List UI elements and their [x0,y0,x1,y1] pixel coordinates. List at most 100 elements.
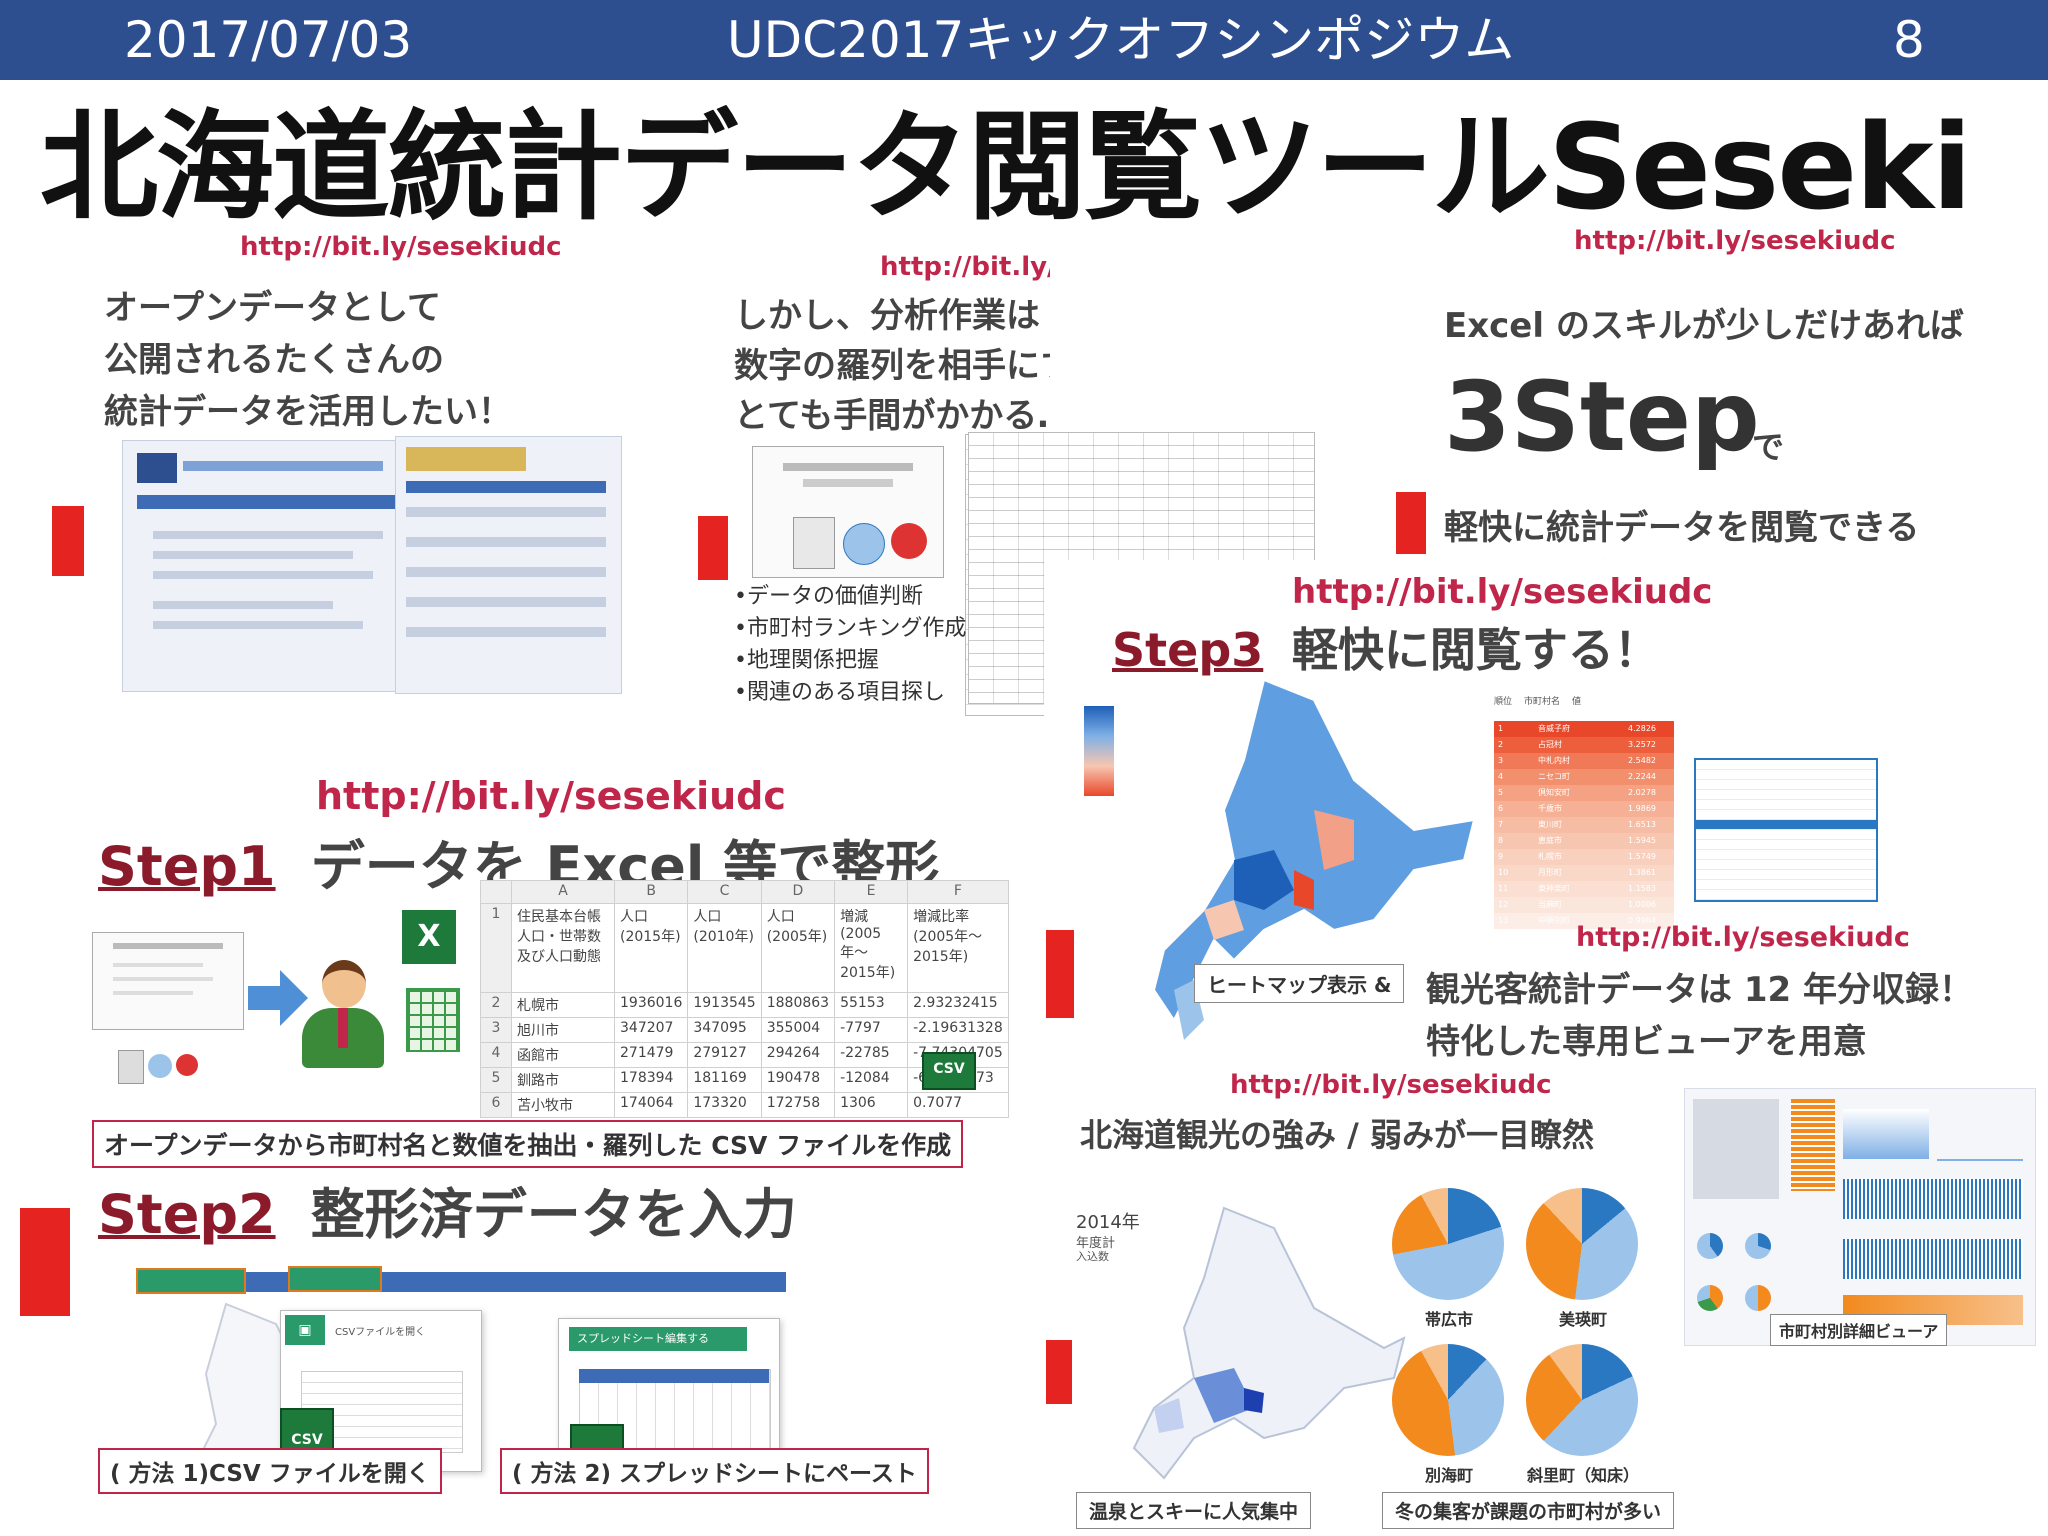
sheet-cell[interactable]: -2.19631328 [907,1017,1009,1043]
sheet-cell[interactable]: 190478 [760,1067,836,1093]
viewer-url[interactable]: http://bit.ly/sesekiudc [1230,1070,1552,1100]
ranking-cell: 1.0006 [1628,900,1656,909]
year-sublabel-2: 入込数 [1076,1250,1109,1263]
sheet-cell[interactable]: 271479 [613,1042,689,1068]
sheet-cell[interactable]: 1306 [834,1092,909,1118]
sheet-cell[interactable]: -22785 [834,1042,909,1068]
ranking-cell: 占冠村 [1538,740,1562,749]
year-sublabel: 年度計 [1076,1236,1116,1251]
panel1-line3: 統計データを活用したい！ [104,392,512,432]
step1-url[interactable]: http://bit.ly/sesekiudc [316,774,786,818]
panel2-url[interactable]: http://bit.ly/sesekiudc [880,252,1050,282]
source-document [92,932,244,1030]
sheet-cell[interactable]: 347095 [687,1017,762,1043]
sheet-cell[interactable]: 172758 [760,1092,836,1118]
panel-step1: http://bit.ly/sesekiudc Step1 データを Excel… [40,770,1040,1170]
winter-box: 冬の集客が課題の市町村が多い [1382,1492,1675,1529]
excel-icon: X [402,910,456,964]
sheet-cell[interactable]: 1913545 [687,992,762,1018]
sheet-cell[interactable]: -12084 [834,1067,909,1093]
item-select-list[interactable] [1694,758,1878,902]
csv-open-text: CSVファイルを開く [335,1327,426,1338]
panel1-url[interactable]: http://bit.ly/sesekiudc [240,232,562,262]
sheet-header-cell[interactable]: 人口(2010年) [687,903,762,993]
sheet-cell[interactable]: 札幌市 [511,992,615,1018]
ranking-cell: 1.5945 [1628,836,1656,845]
panel3-small: で [1752,428,1785,466]
panel-3step: http://bit.ly/sesekiudc Excel のスキルが少しだけあ… [1380,222,2048,562]
ranking-cell: 1.5749 [1628,852,1656,861]
panel1-line2: 公開されるたくさんの [104,340,444,380]
bullet-1: •データの価値判断 [734,584,923,609]
panel-step2: Step2 整形済データを入力 ▣ CSVファイルを開く CSV スプレッドシー… [18,1170,1028,1536]
sheet-cell[interactable]: 0.7077 [907,1092,1009,1118]
sheet-cell[interactable]: 181169 [687,1067,762,1093]
step1-word: Step1 [98,835,276,898]
sheet-cell[interactable]: 279127 [687,1042,762,1068]
ranking-cell: 倶知安町 [1538,788,1570,797]
ranking-cell: 6 [1498,804,1504,813]
detail-viewer-screenshot [1684,1088,2036,1346]
sheet-cell[interactable]: 1880863 [760,992,836,1018]
sheet-cell[interactable]: 苫小牧市 [511,1092,615,1118]
sheet-cell[interactable]: 347207 [613,1017,689,1043]
panel2-line1: しかし、分析作業は [734,296,1040,336]
panel3-url[interactable]: http://bit.ly/sesekiudc [1574,226,1896,256]
open-file-icon[interactable]: ▣ [285,1315,325,1345]
step3-url[interactable]: http://bit.ly/sesekiudc [1292,572,1713,612]
sheet-header-cell[interactable]: 増減比率(2005年〜2015年) [907,903,1009,993]
sheet-header-cell[interactable]: 増減(2005年〜2015年) [834,903,909,993]
toolbar-button-2[interactable] [288,1266,382,1292]
ranking-cell: 8 [1498,836,1504,845]
sheet-cell[interactable]: 55153 [834,992,909,1018]
tourism-map [1132,1206,1406,1480]
ranking-cell: 0.9984 [1628,916,1656,925]
toolbar-button-1[interactable] [136,1268,246,1294]
tourism-url[interactable]: http://bit.ly/sesekiudc [1576,922,1910,953]
sheet-cell[interactable]: 294264 [760,1042,836,1068]
sheet-cell[interactable]: 1936016 [613,992,689,1018]
sheet-row-header: 4 [480,1042,512,1068]
sheet-header-cell[interactable]: 人口(2005年) [760,903,836,993]
sheet-cell[interactable]: 173320 [687,1092,762,1118]
sheet-header-cell[interactable]: 人口(2015年) [613,903,689,993]
ranking-cell: 1.9869 [1628,804,1656,813]
sheet-header-cell[interactable]: 住民基本台帳人口・世帯数及び人口動態 [511,903,615,993]
globe-icon [843,523,885,565]
step1-caption: オープンデータから市町村名と数値を抽出・羅列した CSV ファイルを作成 [92,1120,964,1168]
ranking-cell: 2.2244 [1628,772,1656,781]
sheet-cell[interactable]: 旭川市 [511,1017,615,1043]
step2-heading: Step2 整形済データを入力 [98,1170,797,1249]
ranking-cell: 中札内村 [1538,756,1570,765]
onsen-ski-box: 温泉とスキーに人気集中 [1076,1492,1312,1529]
pie-obihiro-label: 帯広市 [1424,1310,1473,1329]
arrow-right-icon [248,970,308,1026]
panel2-line3: とても手間がかかる… [734,396,1050,436]
sheet-cell[interactable]: 174064 [613,1092,689,1118]
sheet-cell[interactable]: 2.93232415 [907,992,1009,1018]
ranking-cell: 13 [1498,916,1509,925]
sheet-cell[interactable]: 178394 [613,1067,689,1093]
sheet-cell[interactable]: 函館市 [511,1042,615,1068]
sheet-cell[interactable]: 355004 [760,1017,836,1043]
tourism-line1: 観光客統計データは 12 年分収録！ [1426,970,1973,1010]
sheet-cell[interactable]: 釧路市 [511,1067,615,1093]
sheet-cell[interactable]: -7797 [834,1017,909,1043]
spreadsheet-edit-button[interactable]: スプレッドシート編集する [569,1327,747,1351]
red-marker [52,506,84,576]
pdf-icon [891,523,927,559]
